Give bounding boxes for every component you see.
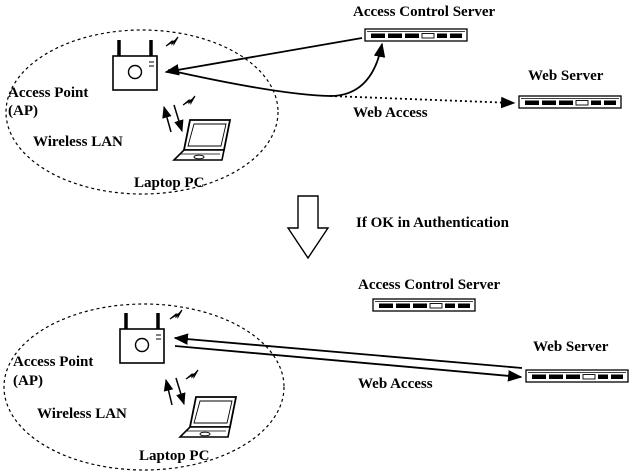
bottom-ap-signal-icon [169, 309, 183, 320]
bottom-wireless-lan-label: Wireless LAN [37, 406, 127, 422]
transition: If OK in Authentication [286, 195, 510, 260]
bottom-laptop-pc-label: Laptop PC [139, 448, 209, 464]
top-ap-abbreviation-label: (AP) [8, 103, 38, 119]
bottom-access-point-label: Access Point [13, 354, 93, 370]
top-laptop-signal-icon [182, 95, 196, 106]
top-access-control-server-icon [364, 28, 468, 42]
bottom-wireless-link-arrows [163, 369, 199, 406]
top-auth-redirect-arrow [164, 37, 363, 76]
bottom-web-response-arrow [173, 333, 523, 369]
top-ap-signal-icon [165, 36, 179, 47]
bottom-web-server-label: Web Server [533, 339, 609, 355]
top-redirect-curve-arrow [167, 42, 386, 97]
top-web-server-icon [518, 95, 622, 109]
top-access-point-icon [111, 38, 159, 92]
top-scenario: Access Control Server Web Server Access … [5, 4, 622, 195]
top-blocked-web-access-line [329, 95, 516, 109]
top-wireless-link-arrows [162, 95, 196, 133]
bottom-web-server-icon [525, 369, 629, 383]
bottom-access-control-server-icon [372, 298, 476, 312]
bottom-laptop-icon [179, 396, 237, 438]
bottom-access-control-server-label: Access Control Server [358, 277, 501, 293]
bottom-web-access-label: Web Access [358, 376, 433, 392]
top-access-point-label: Access Point [8, 85, 88, 101]
top-web-access-label: Web Access [353, 105, 428, 121]
bottom-web-request-arrow [174, 345, 523, 382]
top-access-control-server-label: Access Control Server [353, 4, 496, 20]
authentication-condition-label: If OK in Authentication [356, 215, 510, 231]
bottom-laptop-signal-icon [185, 369, 199, 380]
bottom-ap-abbreviation-label: (AP) [13, 373, 43, 389]
top-web-server-label: Web Server [528, 68, 604, 84]
bottom-wireless-lan-boundary [3, 303, 285, 471]
top-laptop-pc-label: Laptop PC [134, 175, 204, 191]
down-arrow-icon [286, 195, 330, 260]
top-laptop-icon [173, 119, 231, 161]
top-wireless-lan-boundary [5, 29, 279, 195]
bottom-scenario: Access Control Server Web Server Access … [3, 277, 629, 471]
bottom-access-point-icon [118, 311, 166, 365]
top-wireless-lan-label: Wireless LAN [33, 134, 123, 150]
